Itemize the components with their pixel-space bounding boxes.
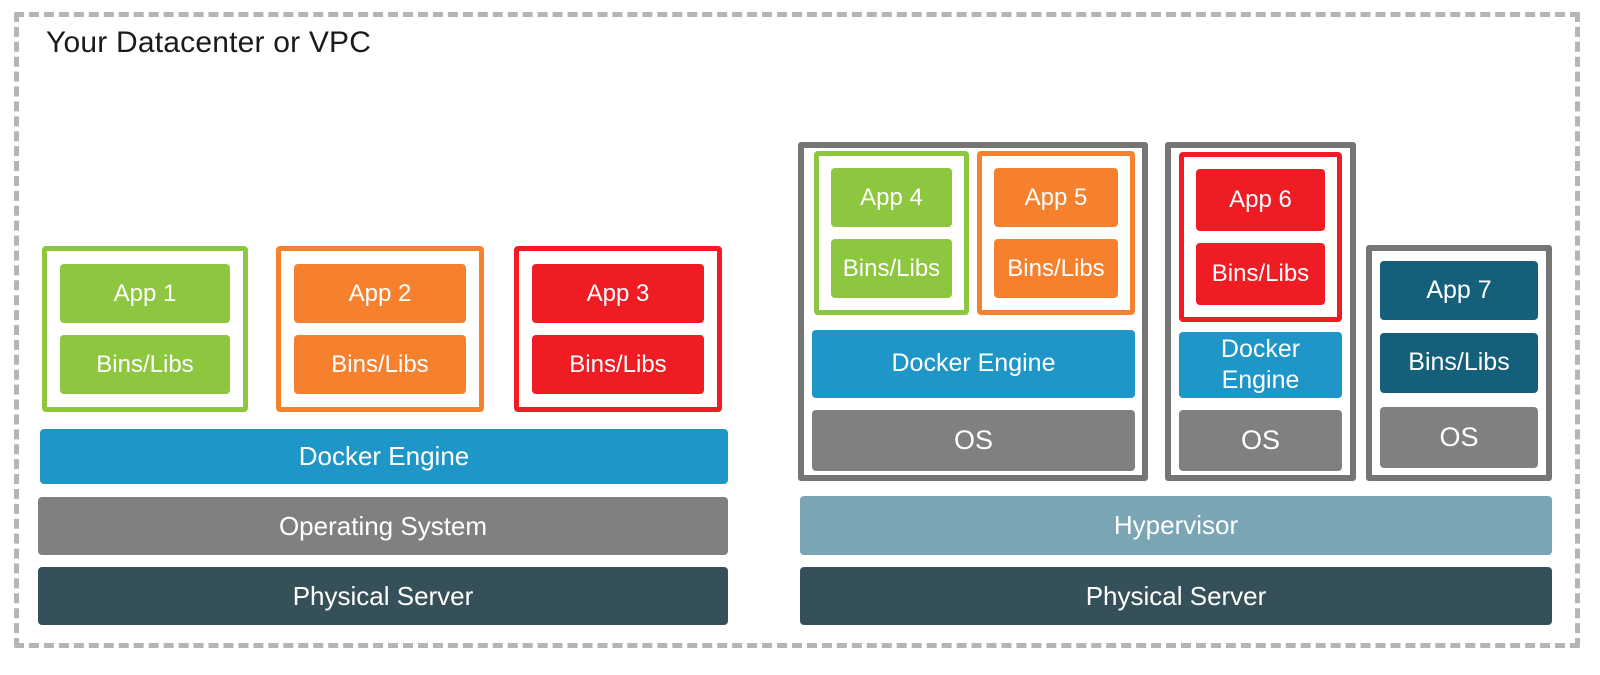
vm1-os-bar: OS: [812, 410, 1135, 471]
container-app3: App 3 Bins/Libs: [514, 246, 722, 412]
vm3-os-bar: OS: [1380, 407, 1538, 468]
hypervisor-bar: Hypervisor: [800, 496, 1552, 555]
app4-box: App 4: [831, 168, 952, 227]
datacenter-boundary: [14, 12, 1580, 648]
container-app1: App 1 Bins/Libs: [42, 246, 248, 412]
physical-server-bar-left: Physical Server: [38, 567, 728, 625]
vm2-os-bar: OS: [1179, 410, 1342, 471]
app6-box: App 6: [1196, 169, 1325, 231]
app7-box: App 7: [1380, 261, 1538, 320]
container-app6: App 6 Bins/Libs: [1179, 152, 1342, 322]
docker-engine-bar: Docker Engine: [40, 429, 728, 484]
app1-binslibs-box: Bins/Libs: [60, 335, 230, 394]
app1-box: App 1: [60, 264, 230, 323]
vm2-docker-engine-bar: Docker Engine: [1179, 332, 1342, 398]
container-app4: App 4 Bins/Libs: [814, 151, 969, 315]
app2-binslibs-box: Bins/Libs: [294, 335, 466, 394]
physical-server-bar-right: Physical Server: [800, 567, 1552, 625]
app7-binslibs-box: Bins/Libs: [1380, 333, 1538, 393]
app5-box: App 5: [994, 168, 1118, 227]
app5-binslibs-box: Bins/Libs: [994, 239, 1118, 298]
operating-system-bar: Operating System: [38, 497, 728, 555]
container-app2: App 2 Bins/Libs: [276, 246, 484, 412]
vm1-docker-engine-bar: Docker Engine: [812, 330, 1135, 398]
app4-binslibs-box: Bins/Libs: [831, 239, 952, 298]
container-app5: App 5 Bins/Libs: [977, 151, 1135, 315]
app6-binslibs-box: Bins/Libs: [1196, 243, 1325, 305]
app3-binslibs-box: Bins/Libs: [532, 335, 704, 394]
app2-box: App 2: [294, 264, 466, 323]
app3-box: App 3: [532, 264, 704, 323]
diagram-title: Your Datacenter or VPC: [46, 26, 372, 59]
